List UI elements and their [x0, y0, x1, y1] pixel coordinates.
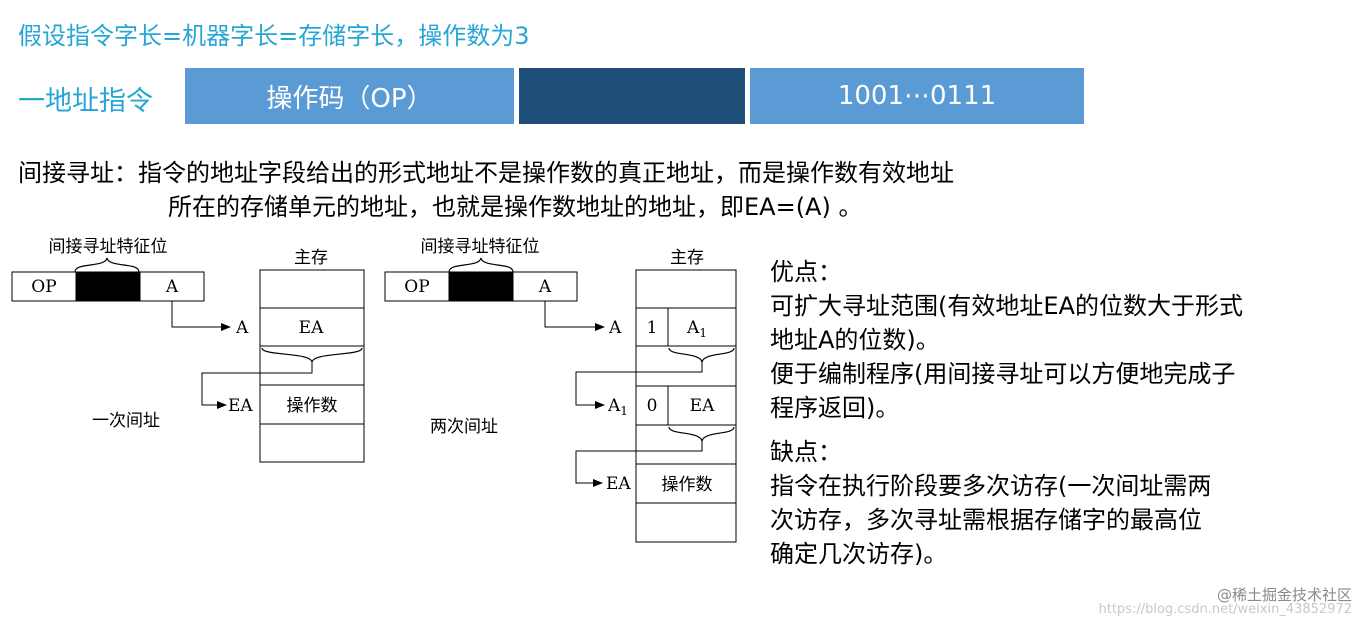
indirect-flag-field — [519, 68, 745, 124]
pros-line: 便于编制程序(用间接寻址可以方便地完成子 — [770, 360, 1236, 388]
indirect-addressing-diagram: 间接寻址特征位 OP A 主存 EA 操作数 A EA 一次间址 间接寻址特征位 — [11, 237, 737, 543]
single-indirect-diagram: 间接寻址特征位 OP A 主存 EA 操作数 A EA 一次间址 — [11, 237, 365, 463]
arrow-label-a: A — [608, 318, 622, 338]
arrow-to-a — [171, 301, 231, 331]
pros-line: 程序返回)。 — [770, 394, 900, 422]
feature-bit-label: 间接寻址特征位 — [421, 237, 540, 257]
instruction-format-label: 一地址指令 — [18, 86, 153, 117]
op-field — [384, 271, 450, 302]
feature-bit-brace — [74, 257, 140, 273]
op-label: OP — [31, 277, 56, 297]
feature-bit-label: 间接寻址特征位 — [49, 237, 168, 257]
pros-title: 优点： — [770, 258, 842, 286]
arrow-label-a: A — [235, 318, 249, 338]
address-field: 1001⋯0111 — [750, 68, 1084, 124]
address-a-field — [139, 271, 205, 302]
indirect-flag-0: 0 — [647, 396, 658, 416]
memory-cell-ea: EA — [690, 396, 715, 416]
double-indirect-diagram: 间接寻址特征位 OP A 主存 1 A1 0 EA 操作数 A — [384, 237, 737, 543]
main-memory-title: 主存 — [294, 248, 328, 268]
indirect-bit — [75, 271, 141, 302]
arrow-label-ea: EA — [606, 474, 631, 494]
cons-line: 指令在执行阶段要多次访存(一次间址需两 — [770, 472, 1212, 500]
opcode-field: 操作码（OP） — [185, 68, 514, 124]
pros-line: 可扩大寻址范围(有效地址EA的位数大于形式 — [770, 292, 1243, 320]
main-memory-title: 主存 — [670, 248, 704, 268]
address-a-label: A — [538, 277, 552, 297]
cons-title: 缺点： — [770, 438, 842, 466]
address-a-label: A — [165, 277, 179, 297]
memory-cell-operand: 操作数 — [662, 475, 713, 495]
indirect-bit — [448, 271, 514, 302]
arrow-to-a — [544, 301, 605, 331]
definition-line-1: 间接寻址：指令的地址字段给出的形式地址不是操作数的真正地址，而是操作数有效地址 — [18, 159, 954, 187]
single-indirect-caption: 一次间址 — [92, 411, 160, 431]
feature-bit-brace — [448, 257, 514, 273]
definition-line-2: 所在的存储单元的地址，也就是操作数地址的地址，即EA=(A) 。 — [168, 193, 863, 221]
arrow-to-ea — [575, 441, 703, 487]
main-memory — [635, 269, 737, 543]
cons-line: 次访存，多次寻址需根据存储字的最高位 — [770, 506, 1202, 534]
double-indirect-caption: 两次间址 — [430, 417, 498, 437]
watermark-site: @稀土掘金技术社区 — [1216, 586, 1352, 604]
op-label: OP — [404, 277, 429, 297]
memory-cell-ea: EA — [299, 318, 324, 338]
memory-cell-operand: 操作数 — [287, 396, 338, 416]
arrow-to-a1 — [575, 362, 703, 409]
arrow-label-ea: EA — [228, 396, 253, 416]
indirect-addressing-definition: 间接寻址：指令的地址字段给出的形式地址不是操作数的真正地址，而是操作数有效地址 … — [18, 156, 954, 224]
cons-line: 确定几次访存)。 — [770, 540, 948, 568]
watermark-url: https://blog.csdn.net/weixin_43852972 — [1098, 602, 1352, 617]
pros-cons-panel: 优点： 可扩大寻址范围(有效地址EA的位数大于形式 地址A的位数)。 便于编制程… — [770, 255, 1243, 571]
arrow-label-a1: A1 — [607, 396, 628, 418]
memory-cell-a1: A1 — [686, 318, 707, 340]
op-field — [11, 271, 77, 302]
arrow-to-ea — [201, 362, 313, 409]
page-title: 假设指令字长=机器字长=存储字长，操作数为3 — [18, 22, 530, 50]
address-a-field — [512, 271, 578, 302]
indirect-flag-1: 1 — [647, 318, 658, 338]
pros-line: 地址A的位数)。 — [770, 326, 940, 354]
